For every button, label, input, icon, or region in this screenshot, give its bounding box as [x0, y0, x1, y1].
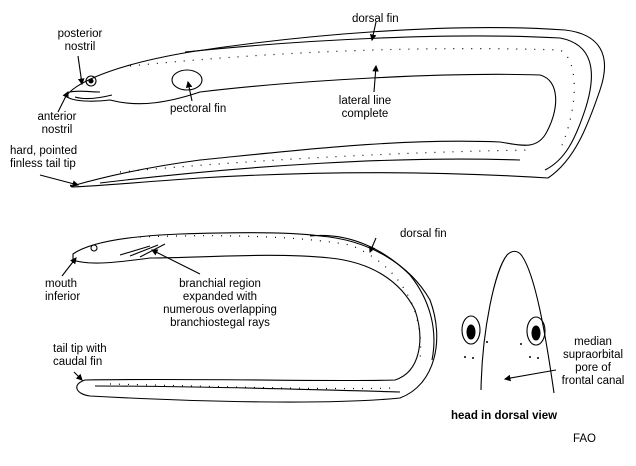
label-line: tail tip with [53, 343, 107, 355]
label-line: nostril [64, 41, 96, 53]
label-line: median [574, 336, 612, 348]
label-line: numerous overlapping [163, 304, 277, 316]
label-line: supraorbital [562, 349, 624, 361]
label-line: nostril [41, 124, 73, 136]
label-line: expanded with [182, 291, 258, 303]
label-posterior-nostril: posterior nostril [52, 28, 108, 54]
label-anterior-nostril: anterior nostril [30, 111, 84, 137]
label-branchial-region: branchial region expanded with numerous … [155, 278, 285, 330]
label-line: frontal canal [561, 375, 625, 387]
label-line: branchiostegal rays [170, 317, 270, 329]
label-line: anterior [37, 111, 77, 123]
label-line: hard, pointed [10, 145, 78, 157]
top-eel-illustration [39, 21, 605, 188]
label-mouth-inferior: mouth inferior [45, 278, 80, 304]
label-caudal-tail-tip: tail tip with caudal fin [53, 343, 107, 369]
head-view-caption: head in dorsal view [451, 410, 558, 422]
label-line: lateral line [338, 95, 392, 107]
bottom-eel-illustration [61, 232, 438, 403]
label-line: finless tail tip [10, 158, 76, 170]
credit-fao: FAO [573, 433, 597, 445]
label-line: pore of [575, 362, 611, 374]
label-dorsal-fin-bottom: dorsal fin [400, 228, 447, 240]
label-lateral-line: lateral line complete [330, 95, 400, 121]
label-median-pore: median supraorbital pore of frontal cana… [555, 336, 631, 388]
label-pectoral-fin: pectoral fin [170, 103, 227, 115]
label-finless-tail-tip: hard, pointed finless tail tip [10, 145, 77, 171]
label-line: branchial region [179, 278, 261, 290]
label-line: posterior [57, 28, 103, 40]
head-dorsal-illustration [461, 250, 557, 394]
label-line: mouth [45, 278, 77, 290]
label-dorsal-fin-top: dorsal fin [352, 13, 399, 25]
label-line: complete [341, 108, 389, 120]
label-line: inferior [45, 291, 81, 303]
label-line: caudal fin [53, 356, 103, 368]
